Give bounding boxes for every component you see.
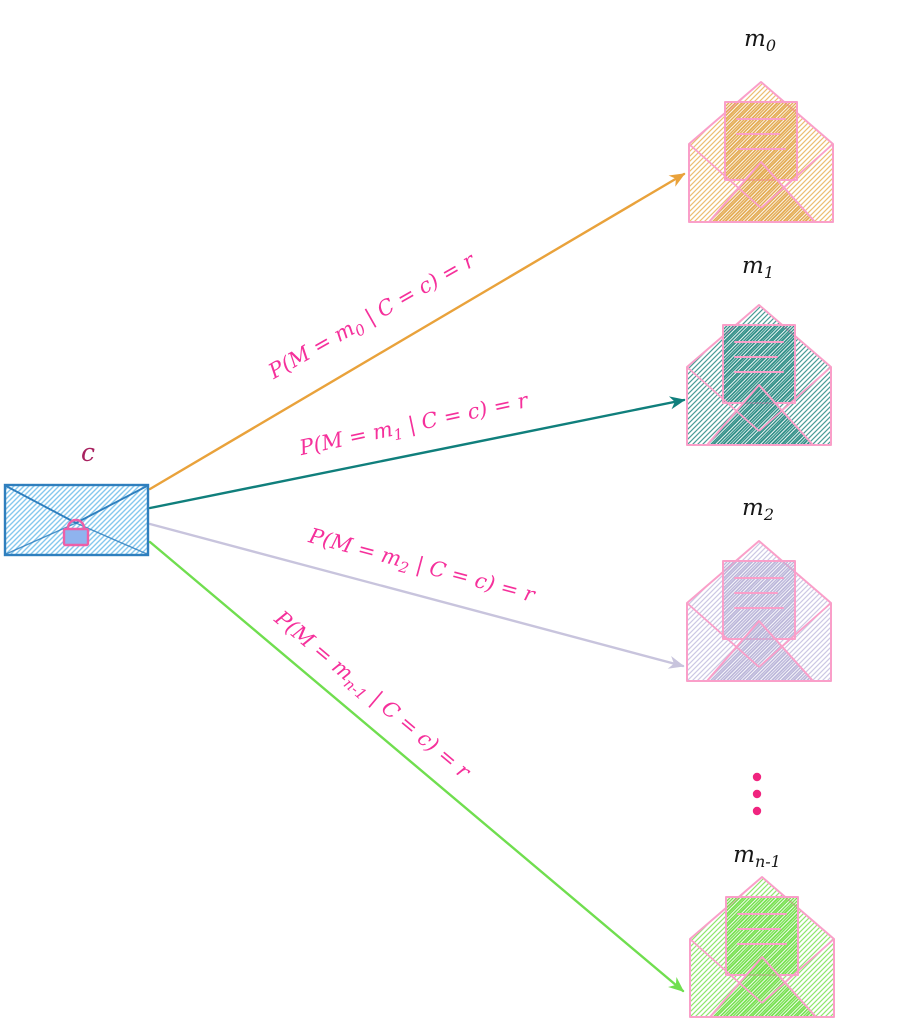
lock-icon xyxy=(62,518,90,547)
ellipsis-dot xyxy=(752,806,762,816)
message-label-m0: m0 xyxy=(744,26,776,55)
message-envelope-m1 xyxy=(686,304,832,446)
probability-label-m0: P(M = m0 | C = c) = r xyxy=(264,247,483,387)
letter-text-lines xyxy=(737,913,787,945)
message-envelope-mn-1 xyxy=(689,876,835,1018)
probability-label-mn-1: P(M = mn-1 | C = c) = r xyxy=(267,605,477,787)
arrow-m1 xyxy=(148,396,686,510)
letter-text-lines xyxy=(734,577,784,609)
message-label-m1: m1 xyxy=(742,253,774,282)
arrow-m0 xyxy=(148,172,686,491)
ellipsis-dot xyxy=(752,772,762,782)
message-label-m2: m2 xyxy=(742,495,774,524)
ellipsis-dots xyxy=(752,772,762,816)
ciphertext-envelope xyxy=(3,483,150,557)
probability-label-m1: P(M = m1 | C = c) = r xyxy=(296,388,532,464)
probability-label-m2: P(M = m2 | C = c) = r xyxy=(304,523,539,611)
message-envelope-m2 xyxy=(686,540,832,682)
arrow-m2 xyxy=(148,522,685,669)
arrow-mn-1 xyxy=(148,540,685,993)
ellipsis-dot xyxy=(752,789,762,799)
letter-text-lines xyxy=(734,341,784,373)
ciphertext-label: c xyxy=(81,438,95,467)
message-envelope-m0 xyxy=(688,81,834,223)
letter-text-lines xyxy=(736,118,786,150)
message-label-mn-1: mn-1 xyxy=(733,842,781,871)
